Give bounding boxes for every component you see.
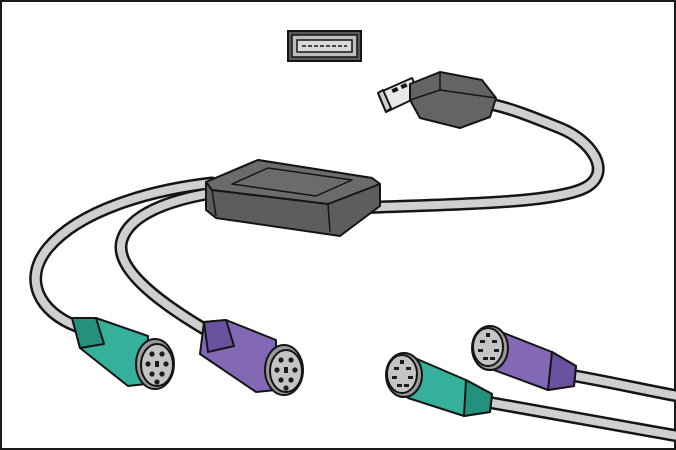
cable-hub-to-usb <box>350 100 603 212</box>
ps2-socket-green-icon <box>385 352 493 417</box>
cable-to-green-socket <box>483 398 676 440</box>
ps2-plug-purple-icon <box>199 319 304 396</box>
cable-to-purple-socket <box>566 371 676 400</box>
ps2-plug-green-icon <box>71 317 175 390</box>
adapter-hub-icon <box>205 159 381 237</box>
usb-a-plug-icon <box>377 71 497 129</box>
usb-port-icon <box>287 30 362 62</box>
cable-hub-to-purple-plug <box>116 189 216 334</box>
cables <box>29 97 676 443</box>
ps2-socket-purple-icon <box>471 325 577 391</box>
cable-hub-to-green-plug <box>31 179 216 330</box>
